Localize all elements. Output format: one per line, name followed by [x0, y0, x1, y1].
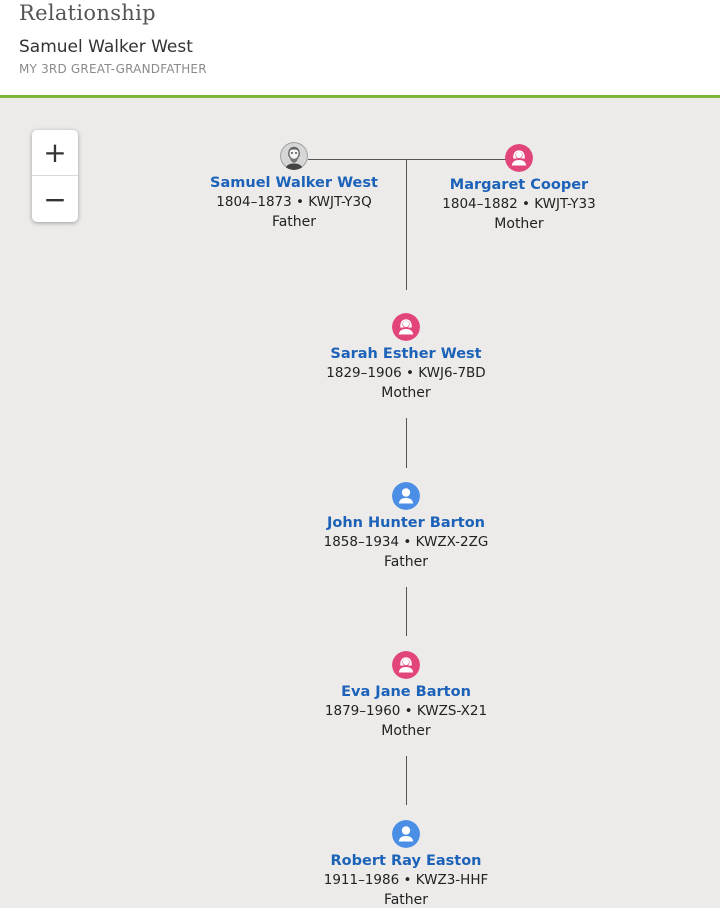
person-role: Mother — [494, 216, 544, 232]
person-role: Mother — [381, 385, 431, 401]
header: Relationship Samuel Walker West MY 3RD G… — [0, 0, 720, 98]
person-name-link[interactable]: Sarah Esther West — [330, 346, 482, 362]
relationship-label: MY 3RD GREAT-GRANDFATHER — [19, 62, 207, 76]
person-lifespan-id: 1804–1873 • KWJT-Y3Q — [216, 194, 372, 210]
person-name-link[interactable]: John Hunter Barton — [327, 515, 485, 531]
female-avatar-icon[interactable] — [392, 651, 420, 679]
person-name-link[interactable]: Samuel Walker West — [210, 175, 378, 191]
parent-child-connector — [406, 418, 407, 468]
parent-child-connector — [406, 587, 407, 636]
parent-child-connector — [406, 159, 407, 290]
person-lifespan-id: 1911–1986 • KWZ3-HHF — [323, 872, 489, 888]
zoom-out-button[interactable]: − — [43, 182, 67, 216]
photo-avatar[interactable] — [280, 142, 308, 170]
person-role: Father — [383, 554, 429, 570]
zoom-control: + − — [32, 130, 78, 222]
person-name-link[interactable]: Eva Jane Barton — [341, 684, 471, 700]
female-avatar-icon[interactable] — [392, 313, 420, 341]
male-avatar-icon[interactable] — [392, 482, 420, 510]
couple-connector — [308, 159, 506, 160]
zoom-in-button[interactable]: + — [32, 130, 78, 176]
person-role: Father — [383, 892, 429, 908]
person-lifespan-id: 1858–1934 • KWZX-2ZG — [323, 534, 489, 550]
parent-child-connector — [406, 756, 407, 805]
male-avatar-icon[interactable] — [392, 820, 420, 848]
person-name-link[interactable]: Robert Ray Easton — [330, 853, 482, 869]
person-role: Father — [271, 214, 317, 230]
person-name-link[interactable]: Margaret Cooper — [449, 177, 589, 193]
person-lifespan-id: 1879–1960 • KWZS-X21 — [324, 703, 488, 719]
person-name: Samuel Walker West — [19, 37, 193, 57]
person-lifespan-id: 1829–1906 • KWJ6-7BD — [326, 365, 486, 381]
page-title: Relationship — [19, 1, 156, 25]
person-lifespan-id: 1804–1882 • KWJT-Y33 — [442, 196, 596, 212]
female-avatar-icon[interactable] — [505, 144, 533, 172]
person-role: Mother — [381, 723, 431, 739]
relationship-tree-canvas[interactable]: + − Samuel Walker West 1804–1873 • KWJT-… — [0, 98, 720, 908]
